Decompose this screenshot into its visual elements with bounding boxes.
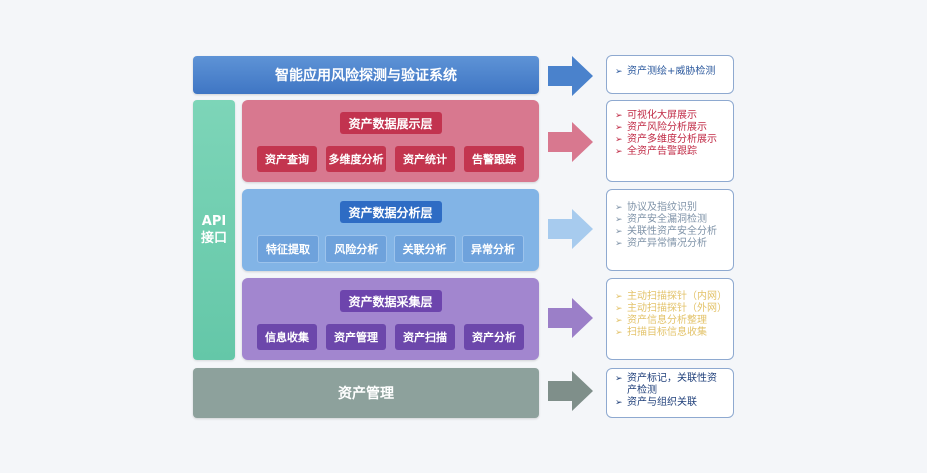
info-box-top: ➢资产测绘+威胁检测 xyxy=(606,55,734,94)
arrow-right-icon-display xyxy=(548,122,593,162)
info-box-collection: ➢主动扫描探针（内网） ➢主动扫描探针（外网） ➢资产信息分析整理 ➢扫描目标信… xyxy=(606,278,734,360)
info-item: ➢资产与组织关联 xyxy=(615,397,697,408)
info-box-analysis: ➢协议及指纹识别 ➢资产安全漏洞检测 ➢关联性资产安全分析 ➢资产异常情况分析 xyxy=(606,189,734,271)
chip-risk-analysis: 风险分析 xyxy=(325,235,388,263)
chip-alert-tracking: 告警跟踪 xyxy=(464,146,524,172)
api-label: API 接口 xyxy=(201,213,227,247)
api-label-line1: API xyxy=(201,214,227,229)
api-interface-column: API 接口 xyxy=(193,100,235,360)
bullet-arrow-icon: ➢ xyxy=(615,328,623,338)
bullet-arrow-icon: ➢ xyxy=(615,227,623,237)
bullet-arrow-icon: ➢ xyxy=(615,215,623,225)
system-title-bar: 智能应用风险探测与验证系统 xyxy=(193,56,539,94)
bullet-arrow-icon: ➢ xyxy=(615,147,623,157)
info-box-display: ➢可视化大屏展示 ➢资产风险分析展示 ➢资产多维度分析展示 ➢全资产告警跟踪 xyxy=(606,100,734,182)
display-layer-title: 资产数据展示层 xyxy=(339,112,442,134)
bullet-arrow-icon: ➢ xyxy=(615,67,623,77)
arrow-right-icon-top xyxy=(548,56,593,96)
info-item: ➢资产信息分析整理 xyxy=(615,315,707,326)
api-label-line2: 接口 xyxy=(200,231,227,246)
info-item: ➢资产标记，关联性资产检测 xyxy=(615,373,717,396)
chip-correlation-analysis: 关联分析 xyxy=(393,235,456,263)
bullet-arrow-icon: ➢ xyxy=(615,123,623,133)
info-item: ➢全资产告警跟踪 xyxy=(615,146,697,157)
chip-asset-analysis: 资产分析 xyxy=(464,324,524,350)
display-layer: 资产数据展示层 资产查询 多维度分析 资产统计 告警跟踪 xyxy=(242,100,539,182)
bullet-arrow-icon: ➢ xyxy=(615,316,623,326)
system-title: 智能应用风险探测与验证系统 xyxy=(275,68,457,84)
collection-layer-title: 资产数据采集层 xyxy=(339,290,442,312)
info-item: ➢扫描目标信息收集 xyxy=(615,327,707,338)
asset-management-label: 资产管理 xyxy=(338,386,394,402)
display-layer-chips: 资产查询 多维度分析 资产统计 告警跟踪 xyxy=(257,146,524,172)
info-item: ➢主动扫描探针（内网） xyxy=(615,291,727,302)
chip-info-collection: 信息收集 xyxy=(257,324,317,350)
info-item: ➢资产安全漏洞检测 xyxy=(615,214,707,225)
chip-asset-management: 资产管理 xyxy=(326,324,386,350)
info-item: ➢资产异常情况分析 xyxy=(615,238,707,249)
chip-asset-scan: 资产扫描 xyxy=(395,324,455,350)
bullet-arrow-icon: ➢ xyxy=(615,135,623,145)
bullet-arrow-icon: ➢ xyxy=(615,292,623,302)
info-item: ➢资产多维度分析展示 xyxy=(615,134,717,145)
asset-management-bar: 资产管理 xyxy=(193,368,539,418)
arrow-right-icon-analysis xyxy=(548,209,593,249)
info-item: ➢关联性资产安全分析 xyxy=(615,226,717,237)
info-item: ➢协议及指纹识别 xyxy=(615,202,697,213)
info-item: ➢资产测绘+威胁检测 xyxy=(615,66,716,77)
collection-layer-chips: 信息收集 资产管理 资产扫描 资产分析 xyxy=(257,324,524,350)
chip-feature-extraction: 特征提取 xyxy=(257,235,319,263)
analysis-layer-chips: 特征提取 风险分析 关联分析 异常分析 xyxy=(257,235,524,263)
arrow-right-icon-collection xyxy=(548,298,593,338)
chip-multi-dimension-analysis: 多维度分析 xyxy=(326,146,386,172)
chip-asset-statistics: 资产统计 xyxy=(395,146,455,172)
bullet-arrow-icon: ➢ xyxy=(615,239,623,249)
bullet-arrow-icon: ➢ xyxy=(615,203,623,213)
info-item: ➢资产风险分析展示 xyxy=(615,122,707,133)
bullet-arrow-icon: ➢ xyxy=(615,398,623,408)
analysis-layer: 资产数据分析层 特征提取 风险分析 关联分析 异常分析 xyxy=(242,189,539,271)
info-item: ➢可视化大屏展示 xyxy=(615,110,697,121)
chip-anomaly-analysis: 异常分析 xyxy=(461,235,524,263)
info-box-bottom: ➢资产标记，关联性资产检测 ➢资产与组织关联 xyxy=(606,368,734,418)
bullet-arrow-icon: ➢ xyxy=(615,111,623,121)
bullet-arrow-icon: ➢ xyxy=(615,374,623,384)
arrow-right-icon-bottom xyxy=(548,371,593,411)
collection-layer: 资产数据采集层 信息收集 资产管理 资产扫描 资产分析 xyxy=(242,278,539,360)
bullet-arrow-icon: ➢ xyxy=(615,304,623,314)
analysis-layer-title: 资产数据分析层 xyxy=(339,201,442,223)
chip-asset-query: 资产查询 xyxy=(257,146,317,172)
info-item: ➢主动扫描探针（外网） xyxy=(615,303,727,314)
